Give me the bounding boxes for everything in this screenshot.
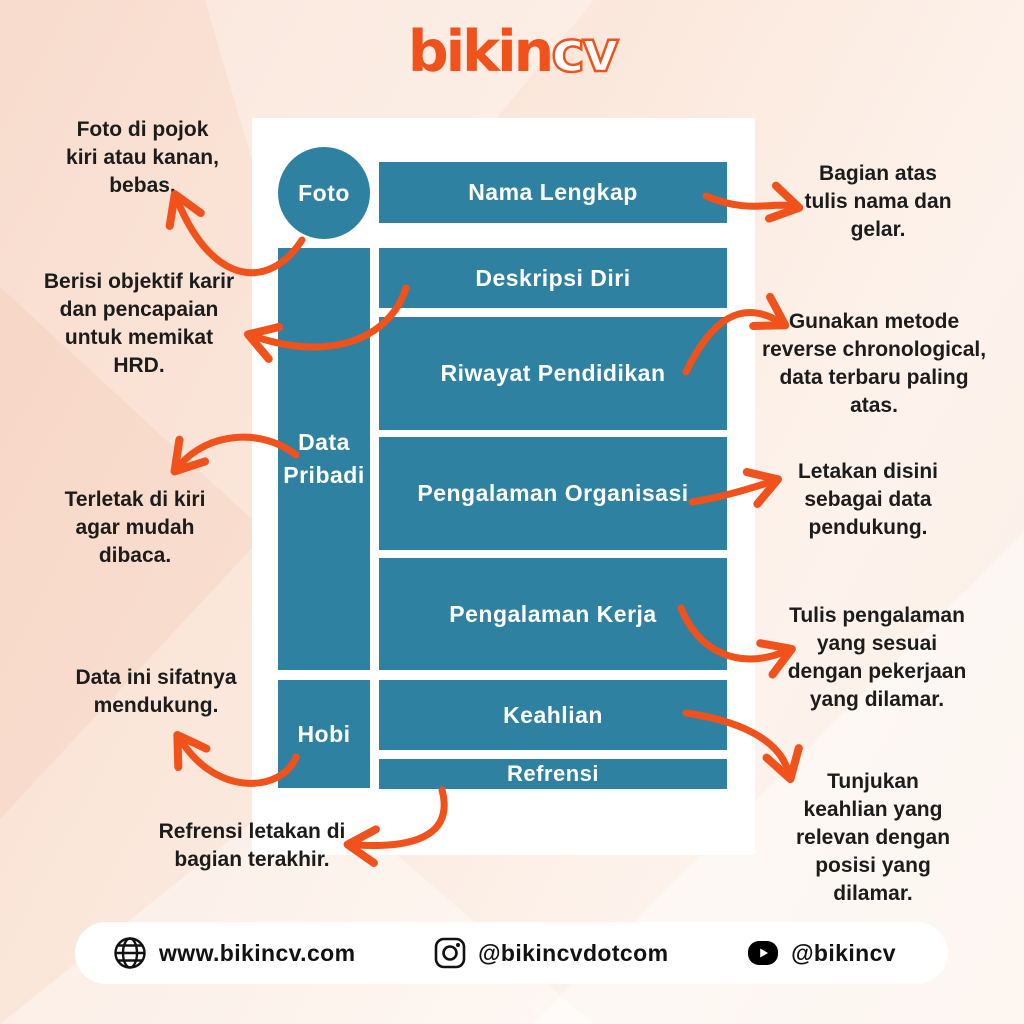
footer-youtube: @bikincv [747, 937, 896, 969]
annotation-data-pribadi: Terletak di kiri agar mudah dibaca. [64, 488, 206, 567]
logo-text-cv: cv [550, 19, 620, 85]
logo-text-bikin: bikin [407, 19, 554, 85]
footer-bar: www.bikincv.com @bikincvdotcom @bikincv [75, 922, 948, 984]
footer-website-text: www.bikincv.com [159, 939, 356, 966]
cv-template-card: Foto Data Pribadi Hobi Nama Lengkap Desk… [252, 118, 755, 855]
globe-icon [114, 937, 146, 969]
annotation-keahlian: Tunjukan keahlian yang relevan dengan po… [795, 770, 951, 905]
youtube-icon [748, 941, 779, 965]
instagram-icon [434, 937, 466, 969]
annotation-photo: Foto di pojok kiri atau kanan, bebas. [66, 118, 219, 197]
annotation-hobi: Data ini sifatnya mendukung. [75, 666, 237, 717]
footer-website: www.bikincv.com [113, 936, 355, 970]
annotation-organisasi: Letakan disini sebagai data pendukung. [797, 460, 939, 539]
annotation-pendidikan: Gunakan metode reverse chronological, da… [761, 310, 987, 417]
cv-photo-placeholder: Foto [278, 147, 370, 239]
annotation-kerja: Tulis pengalaman yang sesuai dengan peke… [787, 604, 967, 711]
annotation-nama: Bagian atas tulis nama dan gelar. [804, 162, 952, 241]
footer-instagram-text: @bikincvdotcom [478, 939, 669, 966]
footer-instagram: @bikincvdotcom [434, 937, 668, 969]
cv-left-column-data-pribadi: Data Pribadi [278, 248, 370, 670]
cv-section-nama-lengkap: Nama Lengkap [379, 162, 727, 223]
cv-section-keahlian: Keahlian [379, 680, 727, 750]
cv-section-riwayat-pendidikan: Riwayat Pendidikan [379, 317, 727, 430]
annotation-refrensi: Refrensi letakan di bagian terakhir. [158, 820, 346, 871]
cv-section-pengalaman-kerja: Pengalaman Kerja [379, 558, 727, 670]
cv-left-column-hobi: Hobi [278, 680, 370, 788]
footer-youtube-text: @bikincv [791, 939, 896, 966]
cv-section-deskripsi-diri: Deskripsi Diri [379, 248, 727, 308]
annotation-deskripsi: Berisi objektif karir dan pencapaian unt… [43, 270, 235, 377]
cv-section-pengalaman-organisasi: Pengalaman Organisasi [379, 437, 727, 550]
cv-section-refrensi: Refrensi [379, 759, 727, 789]
bikincv-logo: bikincv [0, 22, 1024, 82]
